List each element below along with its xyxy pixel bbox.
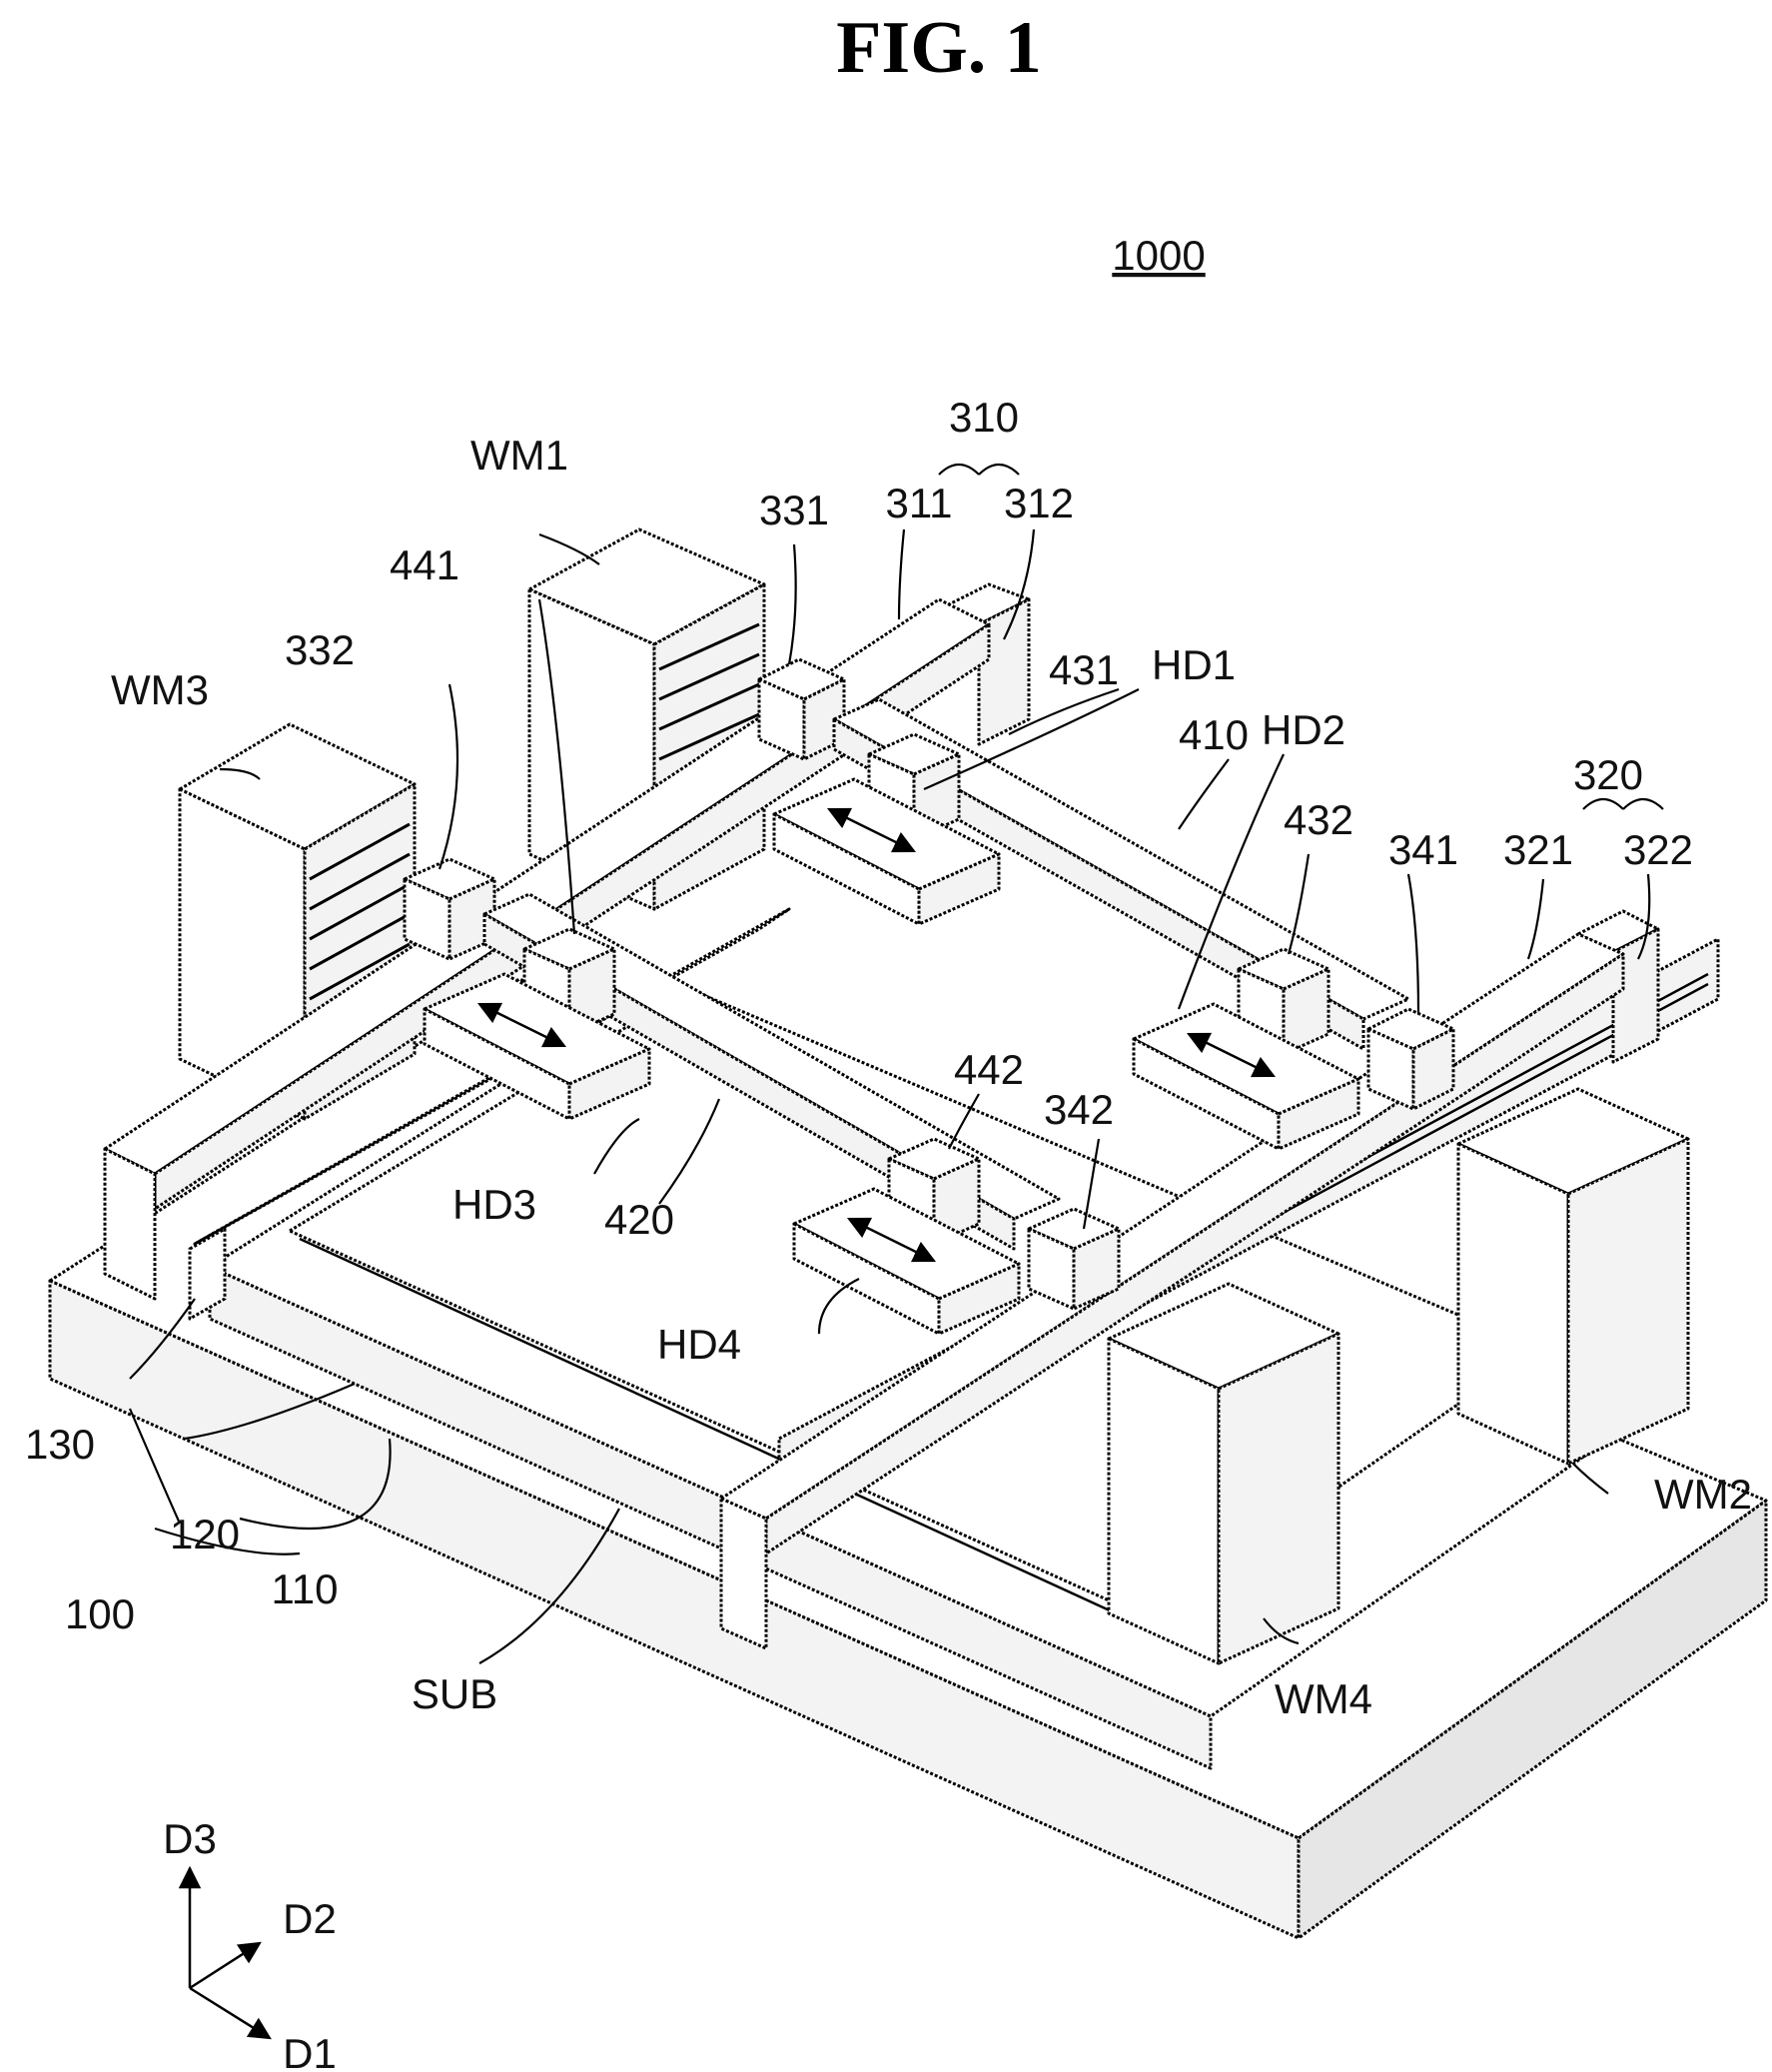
- label-hd1: HD1: [1152, 641, 1236, 688]
- label-332: 332: [285, 626, 355, 673]
- label-hd4: HD4: [657, 1321, 741, 1368]
- label-100: 100: [65, 1590, 135, 1637]
- label-341: 341: [1388, 826, 1458, 873]
- label-wm1: WM1: [470, 432, 568, 479]
- label-310: 310: [949, 394, 1019, 441]
- apparatus-reference-number: 1000: [1112, 232, 1205, 279]
- label-410: 410: [1179, 711, 1249, 758]
- carriage-341: [1368, 1009, 1453, 1109]
- carriage-342: [1029, 1209, 1119, 1309]
- axis-label-d2: D2: [283, 1895, 337, 1942]
- label-442: 442: [954, 1046, 1024, 1093]
- axis-label-d3: D3: [163, 1815, 217, 1862]
- label-312: 312: [1004, 480, 1074, 526]
- label-331: 331: [759, 487, 829, 533]
- label-wm3: WM3: [111, 666, 209, 713]
- label-431: 431: [1049, 646, 1119, 693]
- figure-title: FIG. 1: [836, 7, 1042, 89]
- work-module-wm4: [1109, 1284, 1338, 1663]
- label-311: 311: [886, 480, 953, 526]
- label-sub: SUB: [412, 1670, 497, 1717]
- axis-indicator: D3 D2 D1: [163, 1815, 337, 2072]
- work-module-wm2: [1458, 1089, 1688, 1464]
- label-342: 342: [1044, 1086, 1114, 1133]
- label-320: 320: [1573, 751, 1643, 798]
- label-432: 432: [1284, 796, 1353, 843]
- label-321: 321: [1503, 826, 1573, 873]
- carriage-331: [759, 659, 844, 759]
- label-130: 130: [25, 1421, 95, 1468]
- label-441: 441: [390, 541, 459, 588]
- label-wm4: WM4: [1275, 1675, 1372, 1722]
- carriage-332: [405, 859, 494, 959]
- label-wm2: WM2: [1654, 1471, 1752, 1518]
- label-110: 110: [272, 1565, 339, 1612]
- label-322: 322: [1623, 826, 1693, 873]
- label-hd2: HD2: [1262, 706, 1345, 753]
- axis-label-d1: D1: [283, 2030, 337, 2072]
- label-420: 420: [604, 1196, 674, 1243]
- label-120: 120: [170, 1511, 240, 1557]
- label-hd3: HD3: [452, 1181, 536, 1228]
